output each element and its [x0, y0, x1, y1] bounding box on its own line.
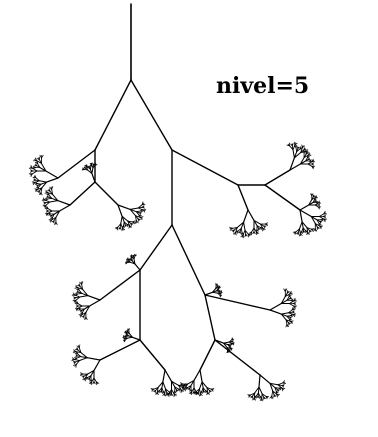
- main-branch-16: [205, 295, 270, 310]
- branch-level-3: [130, 208, 138, 209]
- branch-level-4: [260, 375, 270, 383]
- main-branch-9: [238, 185, 248, 210]
- branch-level-4: [88, 296, 100, 300]
- branch-level-3: [39, 181, 46, 182]
- branch-level-1: [47, 197, 49, 198]
- branch-level-4: [60, 205, 70, 211]
- branch-level-4: [46, 171, 58, 178]
- branch-level-4: [58, 201, 70, 205]
- branch-level-4: [270, 304, 281, 311]
- branch-level-2: [203, 388, 204, 391]
- main-branch-4: [70, 182, 95, 205]
- branch-level-3: [244, 222, 245, 230]
- branch-level-4: [205, 292, 213, 295]
- branch-level-1: [219, 287, 220, 288]
- branch-level-3: [300, 222, 303, 229]
- branch-level-1: [129, 260, 130, 261]
- branch-level-1: [37, 185, 38, 186]
- branch-level-4: [47, 178, 58, 182]
- main-branch-14: [100, 270, 140, 300]
- branch-level-4: [300, 205, 309, 210]
- branch-level-1: [77, 292, 79, 293]
- branch-level-3: [121, 216, 122, 223]
- branch-level-1: [298, 147, 299, 149]
- main-branch-19: [140, 340, 165, 370]
- branch-level-2: [229, 342, 232, 343]
- branch-level-4: [300, 210, 311, 217]
- branch-level-4: [244, 210, 248, 222]
- main-branch-11: [265, 185, 300, 210]
- main-branch-1: [131, 80, 172, 150]
- branch-level-1: [139, 213, 141, 214]
- branch-level-3: [80, 358, 88, 361]
- branch-level-1: [125, 332, 126, 333]
- main-branch-18: [100, 340, 140, 360]
- branch-level-3: [163, 382, 166, 389]
- main-branch-0: [95, 80, 131, 150]
- level-label: nivel=5: [216, 74, 309, 98]
- branch-level-4: [248, 210, 254, 220]
- branch-level-2: [289, 312, 293, 313]
- branch-level-4: [87, 358, 100, 360]
- branch-level-3: [50, 201, 58, 202]
- main-branch-12: [140, 225, 172, 270]
- branch-level-3: [200, 382, 203, 389]
- main-branch-7: [172, 150, 238, 185]
- branch-level-4: [259, 375, 260, 387]
- branch-level-4: [300, 210, 302, 222]
- branch-level-4: [94, 360, 100, 370]
- branch-level-2: [36, 180, 40, 181]
- main-branch-17: [205, 295, 215, 340]
- branch-level-4: [135, 264, 140, 270]
- main-branch-13: [172, 225, 205, 295]
- main-branch-21: [215, 340, 260, 375]
- branch-level-2: [161, 388, 162, 391]
- branch-level-3: [258, 387, 259, 393]
- branch-level-2: [78, 356, 81, 357]
- branch-level-1: [290, 317, 291, 318]
- branch-level-3: [80, 296, 88, 297]
- branch-level-1: [240, 231, 241, 233]
- branch-level-2: [303, 228, 304, 231]
- main-branch-10: [265, 170, 290, 185]
- branch-level-4: [194, 370, 200, 380]
- main-branch-2: [58, 150, 95, 178]
- branch-level-4: [165, 370, 172, 381]
- branch-level-3: [281, 313, 288, 314]
- branch-level-3: [293, 150, 294, 158]
- branch-level-2: [93, 165, 94, 168]
- main-branch-20: [200, 340, 215, 370]
- branch-level-3: [259, 387, 262, 394]
- branch-level-2: [120, 224, 121, 228]
- branch-level-1: [125, 225, 126, 226]
- branch-level-4: [133, 337, 141, 340]
- branch-level-4: [90, 300, 100, 306]
- branch-level-4: [200, 370, 202, 382]
- branch-level-4: [270, 310, 281, 314]
- main-branch-5: [95, 182, 118, 205]
- branch-level-4: [163, 370, 165, 382]
